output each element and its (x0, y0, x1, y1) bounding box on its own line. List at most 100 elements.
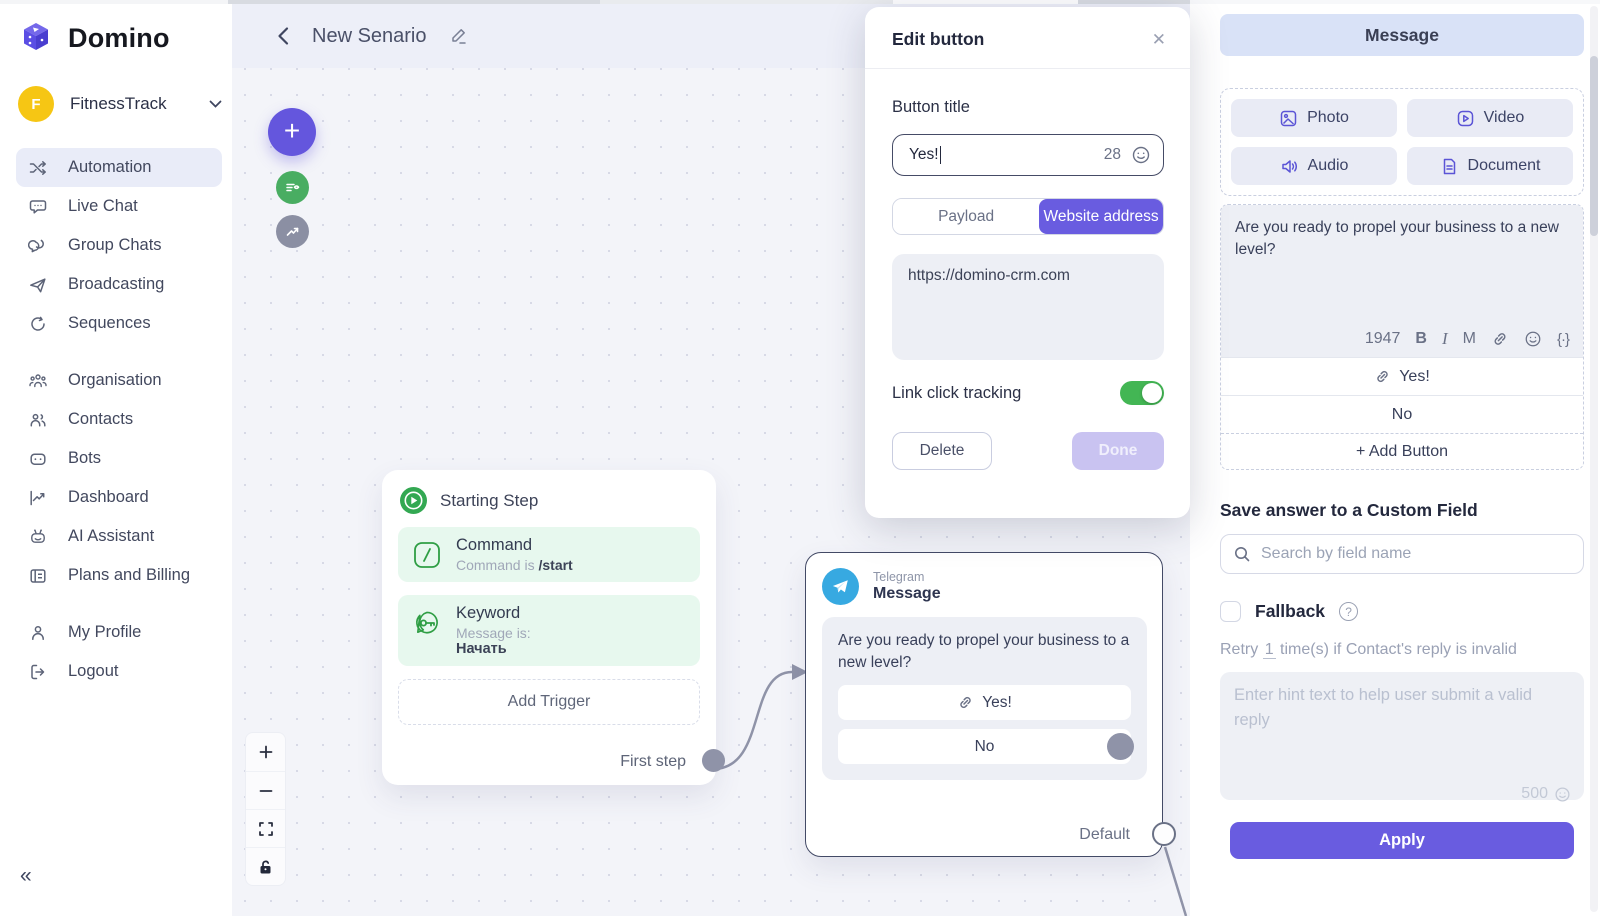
panel-button-yes[interactable]: Yes! (1221, 357, 1583, 395)
sidebar-item-logout[interactable]: Logout (16, 652, 222, 691)
shuffle-icon (28, 158, 48, 178)
media-attachments: Photo Video Audio Document (1220, 88, 1584, 196)
telegram-message-node[interactable]: Telegram Message Are you ready to propel… (805, 552, 1176, 857)
sidebar-item-group-chats[interactable]: Group Chats (16, 226, 222, 265)
text-caret (939, 146, 942, 164)
first-step-output-port[interactable] (702, 749, 725, 772)
insert-link-icon[interactable] (1491, 330, 1509, 348)
play-circle-icon (400, 487, 427, 514)
emoji-picker-icon[interactable] (1524, 330, 1542, 348)
apply-button[interactable]: Apply (1230, 822, 1574, 859)
sidebar-item-plans-billing[interactable]: Plans and Billing (16, 556, 222, 595)
bot-icon (28, 449, 48, 469)
hint-textarea[interactable]: Enter hint text to help user submit a va… (1220, 672, 1584, 803)
trigger-meta-label: Command is (456, 557, 535, 573)
trigger-meta-label: Message is: (456, 625, 531, 641)
workspace-name: FitnessTrack (70, 94, 167, 113)
zoom-out-button[interactable] (246, 771, 285, 809)
default-output-port[interactable] (1152, 822, 1176, 846)
sidebar-item-label: Dashboard (68, 488, 149, 506)
button-output-port[interactable] (1107, 733, 1134, 761)
ai-robot-icon (28, 527, 48, 547)
italic-button[interactable]: I (1441, 329, 1448, 348)
toggle-knob (1142, 383, 1162, 403)
variables-button[interactable]: {·} (1556, 330, 1570, 348)
message-settings-panel: Message Photo Video Audio Document Are y… (1190, 4, 1600, 916)
sidebar-collapse-button[interactable]: « (20, 864, 32, 887)
add-step-button[interactable]: + (268, 108, 316, 156)
website-url-input[interactable]: https://domino-crm.com (892, 254, 1164, 360)
sidebar-item-my-profile[interactable]: My Profile (16, 613, 222, 652)
delete-button[interactable]: Delete (892, 432, 992, 470)
sidebar-item-bots[interactable]: Bots (16, 439, 222, 478)
document-button[interactable]: Document (1407, 147, 1573, 185)
add-trigger-button[interactable]: Add Trigger (398, 679, 700, 725)
sidebar-item-label: My Profile (68, 623, 142, 641)
plus-icon: + (283, 114, 301, 146)
button-title-value: Yes! (909, 146, 939, 163)
sidebar-item-label: Group Chats (68, 236, 162, 254)
sidebar-item-contacts[interactable]: Contacts (16, 400, 222, 439)
sidebar-item-automation[interactable]: Automation (16, 148, 222, 187)
flow-list-icon (284, 179, 301, 196)
sidebar-item-broadcasting[interactable]: Broadcasting (16, 265, 222, 304)
sidebar-item-live-chat[interactable]: Live Chat (16, 187, 222, 226)
panel-button-label: No (1391, 405, 1413, 423)
domino-logo-icon (18, 20, 54, 56)
flow-list-button[interactable] (276, 171, 309, 204)
panel-button-no[interactable]: No (1221, 395, 1583, 433)
tab-website-address[interactable]: Website address (1039, 199, 1163, 234)
link-tracking-toggle[interactable] (1120, 381, 1164, 405)
node-button-yes[interactable]: Yes! (838, 685, 1131, 721)
brand-logo[interactable]: Domino (16, 20, 222, 56)
starting-step-node[interactable]: Starting Step Command Command is /start … (382, 470, 725, 785)
edit-pencil-icon[interactable] (449, 26, 469, 46)
help-icon[interactable]: ? (1339, 602, 1359, 621)
stats-button[interactable] (276, 215, 309, 248)
hint-emoji-icon[interactable] (1554, 786, 1571, 803)
zoom-in-button[interactable] (246, 733, 285, 771)
sidebar-item-dashboard[interactable]: Dashboard (16, 478, 222, 517)
fallback-checkbox[interactable] (1220, 601, 1241, 622)
mono-button[interactable]: M (1462, 330, 1476, 347)
done-button[interactable]: Done (1072, 432, 1164, 470)
add-button-row[interactable]: + Add Button (1221, 433, 1583, 469)
button-title-label: Button title (892, 98, 970, 116)
sidebar-item-label: Plans and Billing (68, 566, 190, 584)
back-icon[interactable] (276, 26, 290, 46)
emoji-icon[interactable] (1131, 145, 1151, 165)
audio-button[interactable]: Audio (1231, 147, 1397, 185)
lock-button[interactable] (246, 847, 285, 885)
hint-placeholder: Enter hint text to help user submit a va… (1234, 686, 1533, 729)
node-channel-label: Telegram (873, 570, 925, 584)
scrollbar-thumb[interactable] (1590, 56, 1598, 236)
node-button-label: Yes! (982, 693, 1012, 711)
retry-count[interactable]: 1 (1262, 641, 1276, 659)
button-title-input[interactable]: Yes! 28 (892, 134, 1164, 176)
message-text: Are you ready to propel your business to… (1235, 219, 1559, 259)
close-icon[interactable]: ✕ (1151, 30, 1166, 49)
char-counter: 28 (1103, 146, 1121, 163)
scrollbar-track[interactable] (1590, 6, 1598, 912)
retry-text: Retry 1 time(s) if Contact's reply is in… (1220, 641, 1584, 659)
retry-prefix: Retry (1220, 641, 1259, 658)
link-icon (1374, 368, 1391, 385)
photo-button[interactable]: Photo (1231, 99, 1397, 137)
sidebar-item-sequences[interactable]: Sequences (16, 304, 222, 343)
sidebar-item-label: Logout (68, 662, 119, 680)
sidebar-item-label: Live Chat (68, 197, 138, 215)
workspace-switcher[interactable]: F FitnessTrack (16, 86, 222, 122)
sidebar-item-label: Contacts (68, 410, 134, 428)
tab-payload[interactable]: Payload (893, 199, 1040, 234)
custom-field-search[interactable] (1220, 534, 1584, 574)
trigger-keyword[interactable]: Keyword Message is: Начать (398, 595, 700, 666)
message-text-editor[interactable]: Are you ready to propel your business to… (1221, 205, 1583, 357)
node-button-no[interactable]: No (838, 729, 1134, 765)
trigger-command[interactable]: Command Command is /start (398, 527, 700, 582)
video-button[interactable]: Video (1407, 99, 1573, 137)
sidebar-item-organisation[interactable]: Organisation (16, 361, 222, 400)
sidebar-item-ai-assistant[interactable]: AI Assistant (16, 517, 222, 556)
fit-screen-button[interactable] (246, 809, 285, 847)
bold-button[interactable]: B (1415, 330, 1427, 347)
search-input[interactable] (1261, 545, 1571, 563)
